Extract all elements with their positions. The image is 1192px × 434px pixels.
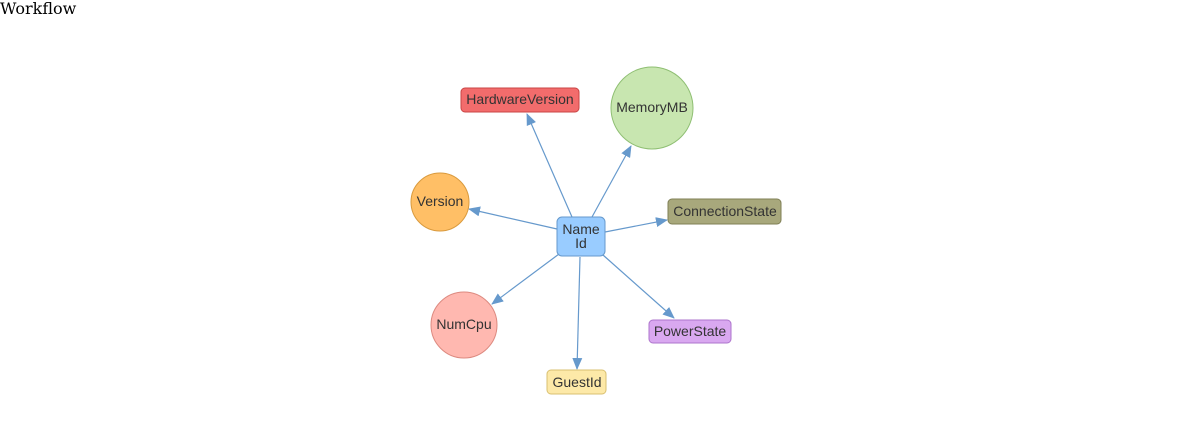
node-guestid-box[interactable] <box>546 369 607 395</box>
node-numcpu-label: NumCpu <box>436 316 491 332</box>
center-node-line-1: Name <box>562 221 600 237</box>
node-guestid-label: GuestId <box>552 374 601 390</box>
edge-to-numcpu <box>491 253 560 305</box>
node-connectionstate-box[interactable] <box>667 198 782 225</box>
edge-to-guestid <box>572 256 583 370</box>
center-node-box[interactable] <box>556 216 606 257</box>
edge-to-connectionstate <box>604 217 668 233</box>
edge-to-hardwareversion <box>526 113 573 218</box>
node-memorymb-circle[interactable] <box>610 66 694 150</box>
node-hardwareversion-box[interactable] <box>460 87 580 113</box>
node-memorymb-label: MemoryMB <box>616 99 688 115</box>
node-numcpu-circle[interactable] <box>430 291 498 359</box>
node-connectionstate-label: ConnectionState <box>673 203 777 219</box>
page-title: Workflow <box>0 0 77 18</box>
node-hardwareversion-label: HardwareVersion <box>466 91 573 107</box>
node-numcpu[interactable]: NumCpu <box>430 291 498 359</box>
node-powerstate-label: PowerState <box>654 323 727 339</box>
edges <box>468 113 675 370</box>
node-version-label: Version <box>417 193 464 209</box>
center-node[interactable]: Name Id <box>556 216 606 257</box>
edge-to-version <box>468 206 558 230</box>
node-guestid[interactable]: GuestId <box>546 369 607 395</box>
node-version-circle[interactable] <box>410 172 470 232</box>
center-node-line-2: Id <box>575 235 587 251</box>
node-powerstate-box[interactable] <box>648 319 732 344</box>
node-version[interactable]: Version <box>410 172 470 232</box>
edge-to-memorymb <box>591 145 632 218</box>
node-hardwareversion[interactable]: HardwareVersion <box>460 87 580 113</box>
edge-to-powerstate <box>602 254 675 319</box>
node-powerstate[interactable]: PowerState <box>648 319 732 344</box>
node-memorymb[interactable]: MemoryMB <box>610 66 694 150</box>
node-connectionstate[interactable]: ConnectionState <box>667 198 782 225</box>
